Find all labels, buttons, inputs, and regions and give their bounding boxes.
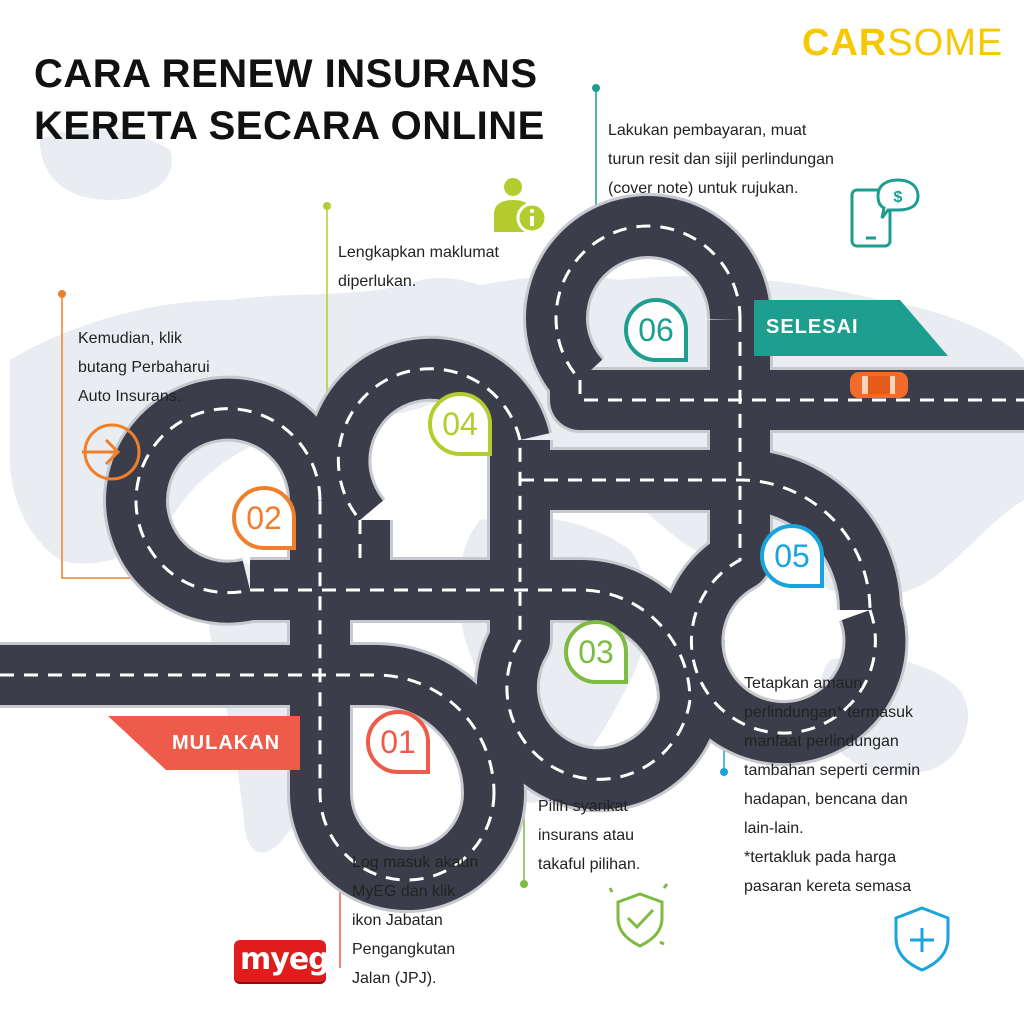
step-05-line: lain-lain. (744, 820, 804, 837)
road-lane-marking (134, 407, 322, 595)
svg-text:$: $ (894, 189, 903, 206)
step-05-marker: 05 (760, 524, 824, 588)
step-01-line: Log masuk akaun (352, 854, 479, 871)
step-number: 05 (774, 538, 810, 574)
step-05-text: Tetapkan amaun perlindungan* termasuk ma… (744, 669, 920, 901)
start-banner (108, 716, 300, 770)
step-number: 06 (638, 312, 674, 348)
road-lane-marking (689, 320, 877, 735)
carsome-logo: CARSOME (802, 22, 1003, 65)
brand-light: SOME (887, 22, 1004, 64)
end-label: SELESAI (766, 316, 859, 338)
phone-payment-icon: $ (850, 178, 920, 248)
step-number: 03 (578, 634, 614, 670)
step-02-line: Auto Insurans. (78, 388, 182, 405)
brand-bold: CAR (802, 22, 888, 64)
step-01-line: Jalan (JPJ). (352, 970, 437, 987)
step-05-line: perlindungan* termasuk (744, 704, 913, 721)
step-03-line: Pilih syarikat (538, 798, 628, 815)
step-01-line: MyEG dan klik (352, 883, 456, 900)
shield-plus-icon (894, 906, 950, 972)
car-icon (850, 372, 908, 398)
step-05-line: *tertakluk pada harga (744, 849, 897, 866)
step-03-marker: 03 (564, 620, 628, 684)
step-01-line: Pengangkutan (352, 941, 456, 958)
road-lane-marking (0, 673, 496, 794)
step-06-text: Lakukan pembayaran, muat turun resit dan… (608, 116, 834, 203)
road-lane-marking (250, 588, 692, 701)
step-04-marker: 04 (428, 392, 492, 456)
step-02-line: Kemudian, klik (78, 330, 183, 347)
step-01-marker: 01 (366, 710, 430, 774)
step-05-line: hadapan, bencana dan (744, 791, 908, 808)
myeg-logo: myeg (234, 940, 330, 982)
user-info-icon (494, 178, 548, 234)
step-03-line: insurans atau (538, 827, 635, 844)
shield-check-icon (608, 883, 669, 948)
step-05-line: pasaran kereta semasa (744, 878, 912, 895)
step-04-line: diperlukan. (338, 273, 417, 290)
step-06-line: (cover note) untuk rujukan. (608, 180, 799, 197)
step-05-line: Tetapkan amaun (744, 675, 863, 692)
step-05-line: tambahan seperti cermin (744, 762, 921, 779)
step-04-line: Lengkapkan maklumat (338, 244, 499, 261)
myeg-logo-text: myeg (240, 942, 330, 977)
step-01-text: Log masuk akaun MyEG dan klik ikon Jabat… (352, 848, 478, 993)
step-02-line: butang Perbaharui (78, 359, 210, 376)
page-title-line1: CARA RENEW INSURANS (34, 52, 538, 96)
step-number: 04 (442, 406, 478, 442)
step-06-marker: 06 (624, 298, 688, 362)
road-segment (290, 500, 524, 910)
step-03-text: Pilih syarikat insurans atau takaful pil… (538, 792, 640, 879)
step-06-line: turun resit dan sijil perlindungan (608, 151, 834, 168)
step-01-line: ikon Jabatan (352, 912, 443, 929)
road-lane-marking (505, 440, 692, 781)
step-02-text: Kemudian, klik butang Perbaharui Auto In… (78, 324, 210, 411)
start-label: MULAKAN (172, 732, 281, 754)
step-number: 01 (380, 724, 416, 760)
login-arrow-icon (82, 423, 141, 481)
step-04-text: Lengkapkan maklumat diperlukan. (338, 238, 499, 296)
road-lane-marking (336, 367, 522, 521)
road-lane-marking (578, 380, 1024, 402)
end-banner (754, 300, 948, 356)
road-lane-marking (554, 224, 742, 382)
step-03-line: takaful pilihan. (538, 856, 641, 873)
road-segment (550, 370, 1024, 430)
step-06-line: Lakukan pembayaran, muat (608, 122, 807, 139)
step-05-line: manfaat perlindungan (744, 733, 899, 750)
road-lane-marking (520, 478, 872, 611)
step-number: 02 (246, 500, 282, 536)
step-02-marker: 02 (232, 486, 296, 550)
page-title-line2: KERETA SECARA ONLINE (34, 104, 545, 148)
